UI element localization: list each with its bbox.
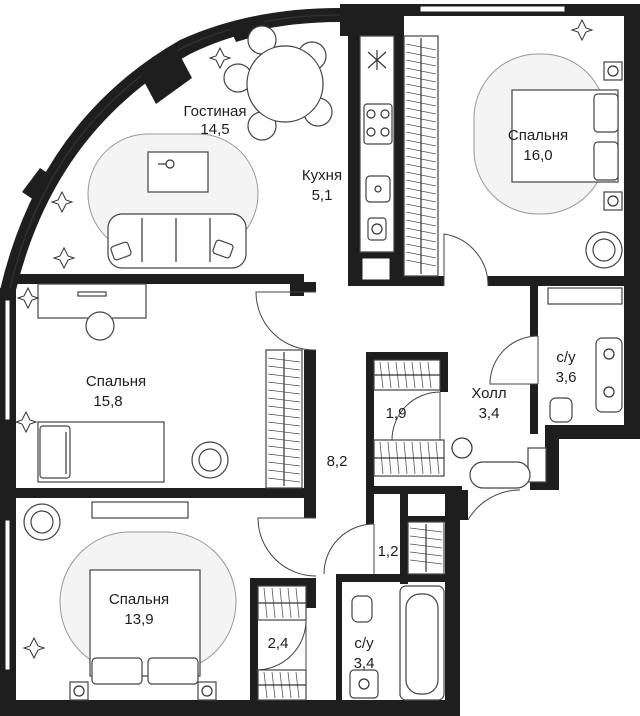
room-area-bath2: 3,4 bbox=[354, 655, 375, 672]
room-area-closet2: 1,2 bbox=[378, 543, 399, 560]
bedroom1-furniture bbox=[473, 53, 623, 269]
room-name-bath1: с/у bbox=[556, 349, 576, 366]
room-name-bedroom1: Спальня bbox=[508, 127, 568, 144]
room-name-bedroom2: Спальня bbox=[86, 373, 146, 390]
room-name-bath2: с/у bbox=[354, 635, 374, 652]
outer-walls bbox=[0, 4, 640, 716]
doors bbox=[255, 233, 539, 671]
wardrobes bbox=[257, 35, 445, 701]
room-area-hall: 3,4 bbox=[479, 405, 500, 422]
plant-decor bbox=[14, 18, 594, 660]
room-name-living: Гостиная bbox=[184, 103, 247, 120]
room-area-bedroom1: 16,0 bbox=[523, 147, 552, 164]
bedroom3-furniture bbox=[23, 501, 237, 701]
room-labels: Гостиная 14,5 Кухня 5,1 Спальня 16,0 Спа… bbox=[86, 103, 577, 672]
room-name-bedroom3: Спальня bbox=[109, 591, 169, 608]
room-area-bedroom3: 13,9 bbox=[124, 611, 153, 628]
living-furniture bbox=[87, 25, 333, 269]
room-area-closet1: 1,9 bbox=[386, 405, 407, 422]
room-name-hall: Холл bbox=[471, 385, 506, 402]
room-area-corridor: 8,2 bbox=[327, 453, 348, 470]
room-area-kitchen: 5,1 bbox=[312, 187, 333, 204]
bedroom2-furniture bbox=[37, 283, 229, 483]
room-area-living: 14,5 bbox=[200, 121, 229, 138]
room-area-bedroom2: 15,8 bbox=[93, 393, 122, 410]
kitchen-fixtures bbox=[359, 35, 395, 253]
room-area-bath1: 3,6 bbox=[556, 369, 577, 386]
bathroom-fixtures bbox=[349, 287, 623, 701]
room-area-closet3: 2,4 bbox=[268, 635, 289, 652]
interior-walls bbox=[14, 4, 626, 708]
room-name-kitchen: Кухня bbox=[302, 167, 342, 184]
